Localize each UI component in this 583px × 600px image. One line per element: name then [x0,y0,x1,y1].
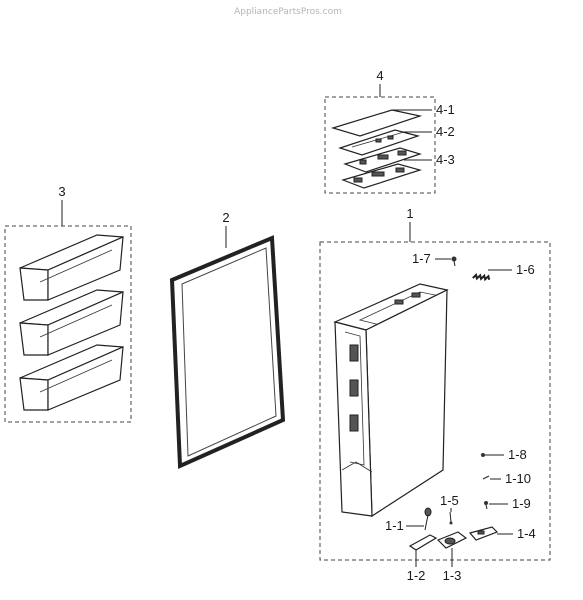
part-4-1-cover[interactable] [330,109,423,137]
label-1-6[interactable]: 1-6 [516,262,535,277]
label-4-3[interactable]: 4-3 [436,152,455,167]
group-3-label: 3 [58,184,65,199]
part-1-door-body[interactable] [333,283,449,518]
label-1-8[interactable]: 1-8 [508,447,527,462]
part-2-door-gasket[interactable] [169,235,286,470]
group-4-label: 4 [376,68,383,83]
label-1-3[interactable]: 1-3 [443,568,462,583]
part-3-door-bin-top[interactable] [19,234,124,301]
watermark: AppliancePartsPros.com [234,7,342,17]
part-1-8-screw[interactable] [481,453,495,457]
part-4-3-pcb-lower[interactable] [341,163,423,189]
label-4-2[interactable]: 4-2 [436,124,455,139]
label-1-4[interactable]: 1-4 [517,526,536,541]
part-4-2-panel[interactable] [338,129,421,156]
group-2-label: 2 [222,210,229,225]
part-1-7-screw[interactable] [451,256,457,267]
group-1-box [319,241,551,561]
part-1-10-pin[interactable] [482,475,490,480]
part-1-4-hinge-cover[interactable] [468,526,499,541]
part-1-9-screw[interactable] [484,501,488,510]
label-1-9[interactable]: 1-9 [512,496,531,511]
part-1-5-pin[interactable] [449,511,453,525]
label-1-2[interactable]: 1-2 [407,568,426,583]
part-3-door-bin-middle[interactable] [19,289,124,356]
label-1-7[interactable]: 1-7 [412,251,431,266]
part-1-2-bracket[interactable] [408,534,438,551]
label-1-5[interactable]: 1-5 [440,493,459,508]
part-4-3-pcb-upper[interactable] [343,147,422,173]
label-4-1[interactable]: 4-1 [436,102,455,117]
group-3-box [4,225,132,423]
group-4-box [324,96,436,194]
part-1-3-hinge-cam[interactable] [436,531,468,549]
label-1-10[interactable]: 1-10 [505,471,531,486]
part-3-door-bin-bottom[interactable] [19,344,124,411]
label-1-1[interactable]: 1-1 [385,518,404,533]
part-1-6-spring[interactable] [472,271,491,283]
part-1-1-hinge-pin[interactable] [424,507,432,531]
group-1-label: 1 [406,206,413,221]
